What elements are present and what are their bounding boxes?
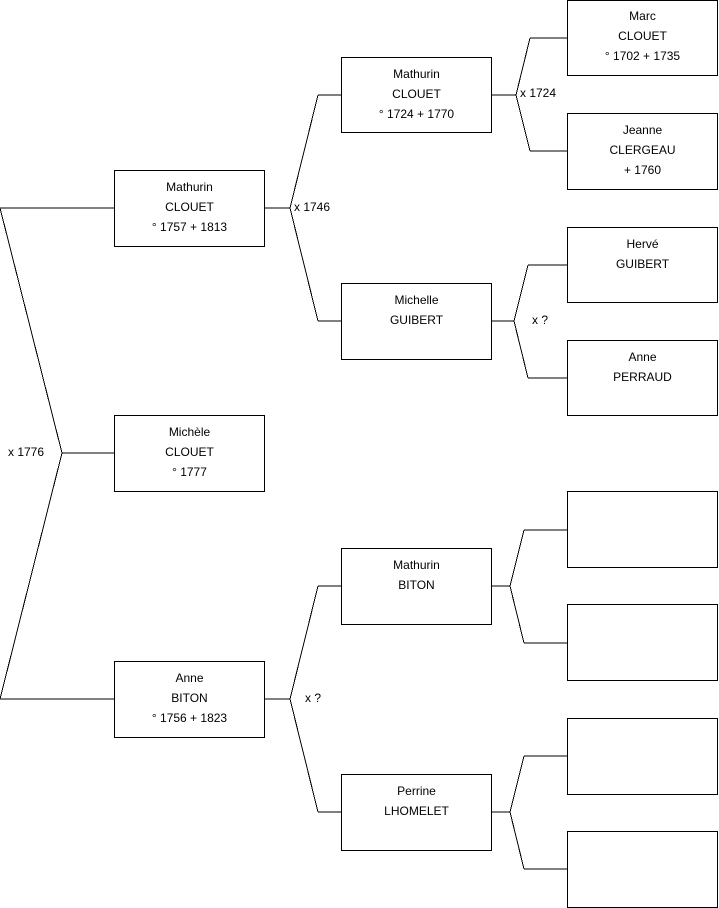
person-box[interactable]: Perrine LHOMELET [341, 774, 492, 851]
dates: + 1760 [623, 163, 662, 177]
last-name: CLOUET [165, 200, 214, 214]
last-name: PERRAUD [613, 370, 672, 384]
marriage-label: x 1724 [520, 86, 557, 100]
first-name: Mathurin [393, 558, 440, 572]
first-name: Marc [629, 9, 656, 23]
connector [289, 698, 319, 813]
dates: ° 1777 [172, 465, 207, 479]
person-box[interactable]: Anne PERRAUD [567, 340, 718, 416]
dates: ° 1724 + 1770 [378, 107, 455, 121]
connector [509, 811, 525, 870]
marriage-label: x ? [305, 691, 322, 705]
connector [509, 755, 525, 813]
first-name: Anne [175, 671, 204, 685]
connector [289, 94, 319, 209]
last-name: BITON [171, 691, 208, 705]
empty-person-box[interactable] [567, 718, 718, 795]
connector [515, 37, 531, 96]
last-name: CLOUET [165, 445, 214, 459]
dates: ° 1757 + 1813 [151, 220, 228, 234]
empty-person-box[interactable] [567, 831, 718, 908]
dates: ° 1756 + 1823 [151, 711, 228, 725]
dates: ° 1702 + 1735 [604, 49, 681, 63]
connector [0, 452, 63, 700]
empty-person-box[interactable] [567, 491, 718, 568]
connector [509, 529, 525, 587]
first-name: Hervé [626, 237, 659, 251]
last-name: GUIBERT [615, 257, 670, 271]
connector [289, 207, 319, 322]
first-name: Anne [628, 350, 657, 364]
first-name: Michelle [394, 293, 439, 307]
first-name: Perrine [397, 784, 436, 798]
person-box[interactable]: Mathurin CLOUET ° 1724 + 1770 [341, 57, 492, 133]
person-box[interactable]: Anne BITON ° 1756 + 1823 [114, 661, 265, 738]
person-box[interactable]: Mathurin CLOUET ° 1757 + 1813 [114, 170, 265, 247]
last-name: CLOUET [392, 87, 441, 101]
connector [0, 207, 63, 454]
marriage-label: x ? [532, 313, 549, 327]
person-box[interactable]: Mathurin BITON [341, 548, 492, 625]
connector [289, 585, 319, 700]
last-name: BITON [398, 578, 435, 592]
marriage-label: x 1746 [294, 200, 331, 214]
marriage-label: x 1776 [8, 445, 45, 459]
first-name: Michèle [168, 425, 211, 439]
connector [513, 320, 529, 379]
last-name: LHOMELET [384, 804, 449, 818]
connector [509, 585, 525, 644]
connector [513, 264, 529, 322]
person-box[interactable]: Michèle CLOUET ° 1777 [114, 415, 265, 492]
first-name: Mathurin [393, 67, 440, 81]
first-name: Jeanne [622, 123, 663, 137]
first-name: Mathurin [166, 180, 213, 194]
last-name: CLOUET [618, 29, 667, 43]
person-box[interactable]: Marc CLOUET ° 1702 + 1735 [567, 0, 718, 76]
empty-person-box[interactable] [567, 604, 718, 681]
last-name: GUIBERT [389, 313, 444, 327]
person-box[interactable]: Michelle GUIBERT [341, 283, 492, 360]
connector [515, 94, 531, 152]
person-box[interactable]: Hervé GUIBERT [567, 227, 718, 303]
last-name: CLERGEAU [609, 143, 676, 157]
person-box[interactable]: Jeanne CLERGEAU + 1760 [567, 113, 718, 190]
